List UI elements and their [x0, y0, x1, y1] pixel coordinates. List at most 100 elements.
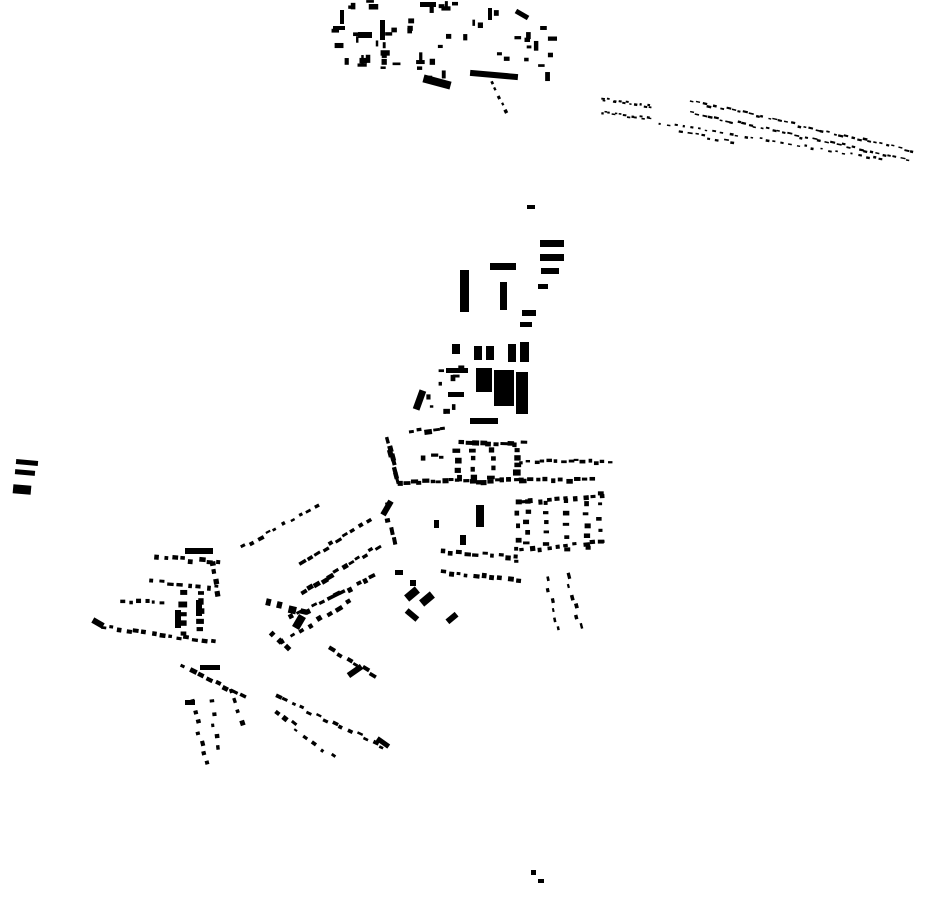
building [204, 760, 210, 765]
building [136, 598, 142, 604]
building [658, 122, 661, 125]
building [426, 394, 431, 400]
building [375, 736, 391, 749]
building [178, 601, 188, 608]
building [380, 499, 394, 517]
building [464, 552, 472, 557]
building [748, 112, 754, 115]
building [268, 630, 276, 638]
building [519, 547, 524, 552]
building [500, 442, 508, 446]
building [666, 124, 671, 127]
building [420, 455, 426, 461]
building [290, 719, 298, 726]
building [522, 310, 536, 316]
building [741, 121, 747, 125]
building [712, 104, 717, 108]
building [514, 448, 520, 453]
building [200, 665, 220, 670]
building [582, 512, 589, 516]
building [547, 546, 553, 551]
building [460, 270, 469, 312]
building [491, 456, 496, 461]
building [327, 540, 334, 546]
building [326, 610, 334, 618]
building [622, 114, 627, 117]
building [330, 752, 337, 758]
building [299, 608, 308, 615]
building [434, 520, 439, 528]
building [322, 718, 329, 724]
building [368, 671, 377, 679]
building [543, 511, 549, 515]
building [201, 638, 208, 644]
building [566, 572, 572, 580]
building [120, 599, 126, 604]
building [384, 436, 390, 444]
building [470, 474, 478, 481]
building [355, 580, 362, 586]
building [608, 461, 613, 464]
building [833, 133, 837, 136]
building [305, 508, 312, 514]
building [180, 555, 186, 560]
building [625, 100, 629, 103]
building [729, 132, 734, 136]
building [556, 626, 560, 631]
building [397, 480, 403, 486]
building [384, 517, 391, 524]
building [332, 590, 342, 598]
building [579, 459, 586, 464]
building [561, 460, 567, 464]
building [819, 129, 824, 133]
building [14, 469, 36, 476]
building [534, 460, 540, 465]
building [180, 589, 188, 595]
building [875, 151, 880, 155]
building [643, 105, 648, 109]
building [337, 724, 343, 730]
building [451, 1, 459, 6]
building [209, 561, 216, 567]
building [574, 602, 579, 609]
building [336, 652, 343, 659]
building [380, 50, 390, 56]
building [828, 150, 832, 153]
building [293, 728, 298, 733]
building [458, 439, 465, 445]
building [437, 44, 443, 49]
building [820, 147, 823, 150]
building [520, 342, 529, 362]
building [448, 477, 454, 482]
building [869, 150, 874, 154]
building [469, 69, 519, 81]
building [547, 36, 558, 41]
building [496, 52, 502, 56]
building [516, 523, 521, 529]
building [389, 526, 395, 536]
building [543, 500, 548, 505]
building [759, 114, 764, 118]
building [195, 718, 202, 724]
building [476, 368, 492, 392]
building [445, 33, 452, 39]
building [292, 613, 306, 631]
building [493, 10, 499, 16]
building [905, 159, 910, 162]
building [452, 374, 460, 378]
building [518, 477, 524, 482]
building [909, 150, 914, 154]
building [477, 22, 483, 29]
building [508, 344, 516, 362]
building [887, 154, 891, 157]
building [538, 879, 544, 883]
building [604, 110, 608, 113]
building [546, 497, 552, 502]
building [132, 628, 139, 634]
building [562, 510, 570, 516]
building [524, 37, 531, 42]
building [470, 455, 476, 461]
building [454, 467, 461, 473]
building [456, 571, 461, 576]
